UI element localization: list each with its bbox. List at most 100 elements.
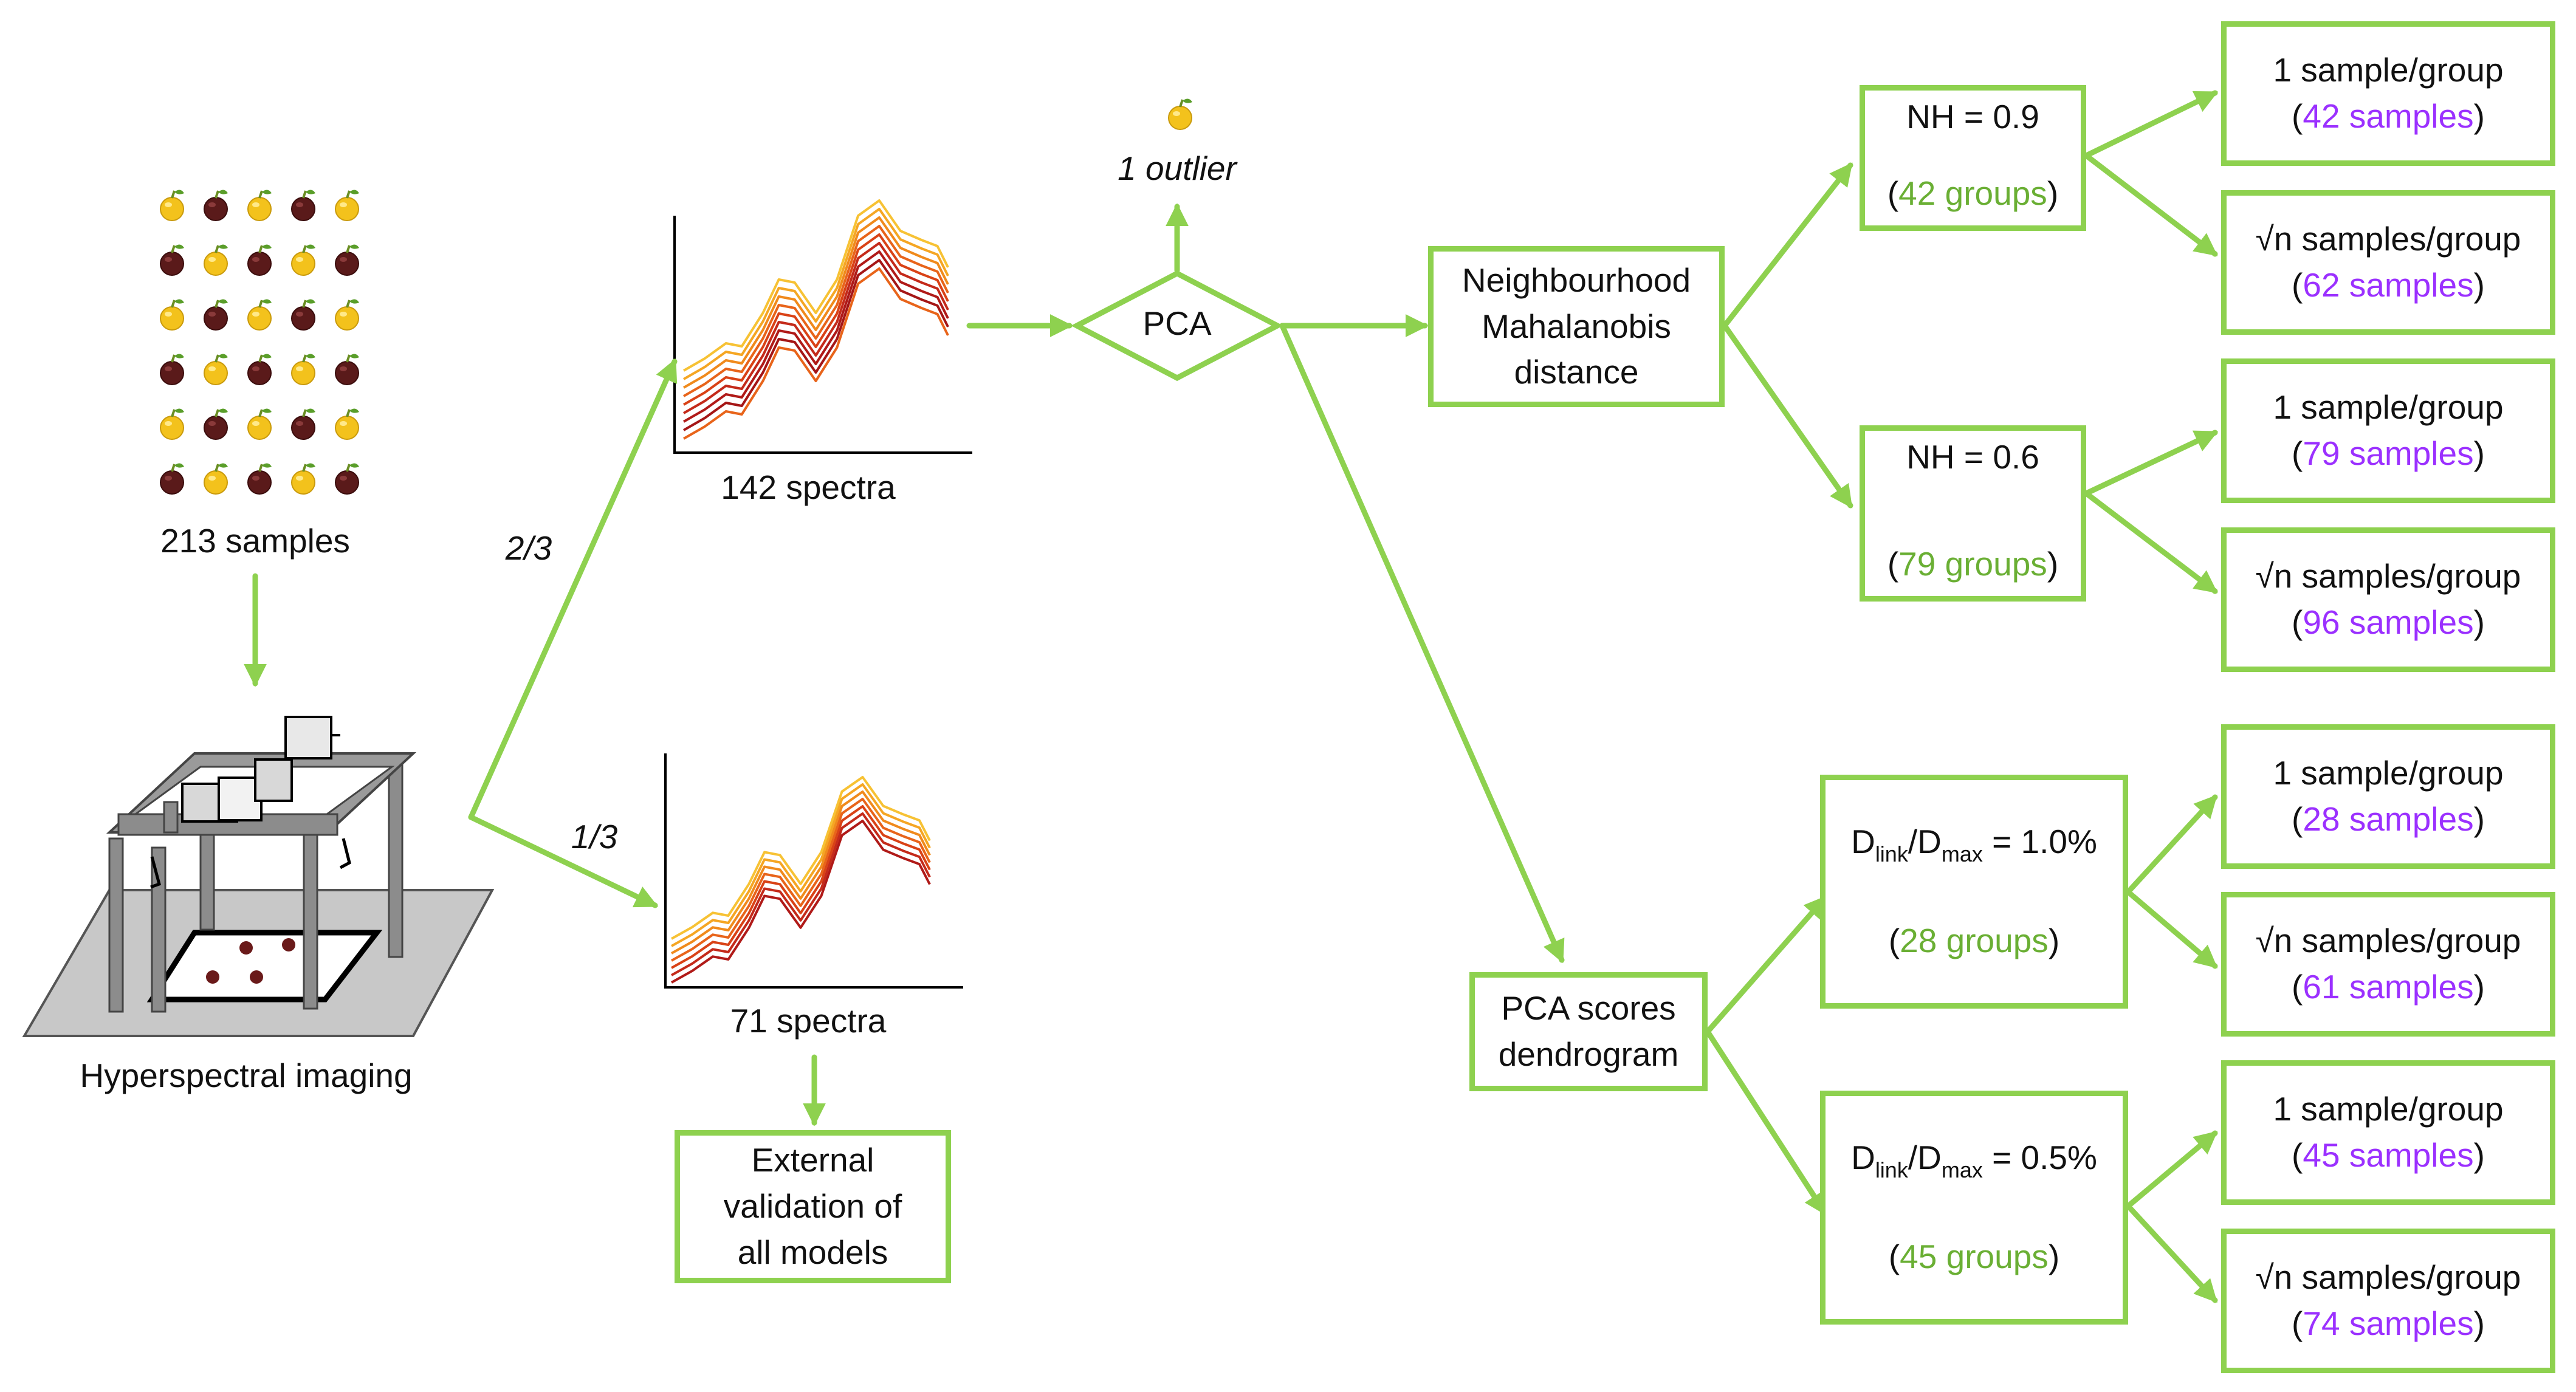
group-count: 45 groups [1900,1237,2049,1275]
group-count: 79 groups [1898,545,2047,583]
fruit-icon [159,352,185,386]
dlink-10-box: Dlink/Dmax = 1.0% (28 groups) [1820,775,2128,1009]
d-symbol: D [1851,1139,1875,1177]
test-spectra-label: 71 spectra [730,1002,887,1040]
dendrogram-box: PCA scores dendrogram [1469,972,1708,1091]
external-validation-box: External validation of all models [675,1130,951,1283]
close-paren: ) [2473,968,2485,1006]
close-paren: ) [2048,1237,2060,1275]
result-box-8: √n samples/group (74 samples) [2221,1229,2555,1373]
max-subscript: max [1941,1157,1983,1183]
result-samples: (62 samples) [2292,262,2485,309]
result-samples: (42 samples) [2292,94,2485,140]
link-subscript: link [1875,1157,1908,1183]
result-box-1: 1 sample/group (42 samples) [2221,21,2555,166]
result-samples: (79 samples) [2292,431,2485,477]
result-box-5: 1 sample/group (28 samples) [2221,724,2555,869]
result-box-6: √n samples/group (61 samples) [2221,892,2555,1037]
close-paren: ) [2473,800,2485,838]
close-paren: ) [2473,1305,2485,1342]
fruit-icon [159,188,185,222]
dlink-05-box: Dlink/Dmax = 0.5% (45 groups) [1820,1091,2128,1325]
result-samples: (45 samples) [2292,1133,2485,1179]
open-paren: ( [2292,1305,2303,1342]
fruit-icon [290,188,317,222]
train-spectra-curves [683,199,949,440]
open-paren: ( [2292,1136,2303,1174]
result-label: 1 sample/group [2273,754,2504,792]
result-box-3: 1 sample/group (79 samples) [2221,358,2555,503]
spectrum-curve [683,208,949,380]
open-paren: ( [1887,545,1899,583]
pca-label: PCA [1142,304,1212,342]
dlink-05-title: Dlink/Dmax = 0.5% [1851,1135,2097,1185]
open-paren: ( [2292,800,2303,838]
spectrum-curve [683,267,949,440]
sample-count: 62 samples [2303,266,2474,304]
fruit-icon [290,243,317,276]
fruit-icon [290,462,317,495]
close-paren: ) [2473,434,2485,472]
d-symbol: /D [1908,1139,1942,1177]
dlink-10-groups: (28 groups) [1889,918,2059,964]
train-spectra-plot [673,199,972,454]
nmd-line-3: distance [1514,353,1639,391]
fruit-icon [334,243,360,276]
result-label: √n samples/group [2255,557,2521,595]
close-paren: ) [2473,97,2485,135]
open-paren: ( [1887,174,1899,213]
result-box-4: √n samples/group (96 samples) [2221,527,2555,672]
fruit-icon [247,298,273,331]
fruit-icon [203,243,229,276]
nmd-line-2: Mahalanobis [1482,307,1671,345]
open-paren: ( [2292,434,2303,472]
threshold-value: = 1.0% [1982,823,2097,861]
sample-count: 61 samples [2303,968,2474,1006]
close-paren: ) [2048,921,2060,959]
connector-arrows [244,90,2219,1303]
nh-09-title: NH = 0.9 [1906,98,2039,135]
spectrum-curve [671,805,931,969]
validation-line-1: External [751,1141,874,1179]
train-spectra-label: 142 spectra [721,468,896,506]
result-samples: (28 samples) [2292,797,2485,843]
spectrum-curve [683,225,949,397]
spectrum-curve [683,250,949,423]
open-paren: ( [2292,266,2303,304]
spectrum-curve [671,820,931,984]
close-paren: ) [2473,266,2485,304]
fruit-icon [203,407,229,441]
fruit-icon [290,407,317,441]
max-subscript: max [1941,842,1983,867]
result-label: √n samples/group [2255,1258,2521,1297]
validation-line-3: all models [737,1233,888,1271]
nh-09-box: NH = 0.9 (42 groups) [1860,85,2086,231]
fruit-icon [334,407,360,441]
fruit-icon [159,298,185,331]
spectrum-curve [683,259,949,431]
validation-line-2: validation of [723,1187,902,1226]
fruit-icon [203,462,229,495]
imaging-label: Hyperspectral imaging [80,1057,413,1094]
hyperspectral-imaging-rig-icon [22,716,495,1037]
nh-06-title: NH = 0.6 [1906,438,2039,476]
spectrum-curve [683,242,949,414]
nh-06-box: NH = 0.6 (79 groups) [1860,425,2086,602]
fruit-icon [203,352,229,386]
fruit-icon [159,243,185,276]
close-paren: ) [2047,545,2059,583]
fruit-icon [334,462,360,495]
nh-09-groups: (42 groups) [1887,171,2058,217]
test-spectra-curves [671,776,931,984]
sample-count-label: 213 samples [160,522,350,560]
fruit-icon [203,298,229,331]
spectrum-curve [683,199,949,372]
outlier-fruit-icon [1167,97,1194,131]
fruit-icon [334,188,360,222]
nh-06-groups: (79 groups) [1887,541,2058,588]
spectrum-curve [671,812,931,976]
dendrogram-line-2: dendrogram [1498,1035,1679,1073]
result-box-7: 1 sample/group (45 samples) [2221,1060,2555,1205]
spectrum-curve [671,798,931,962]
